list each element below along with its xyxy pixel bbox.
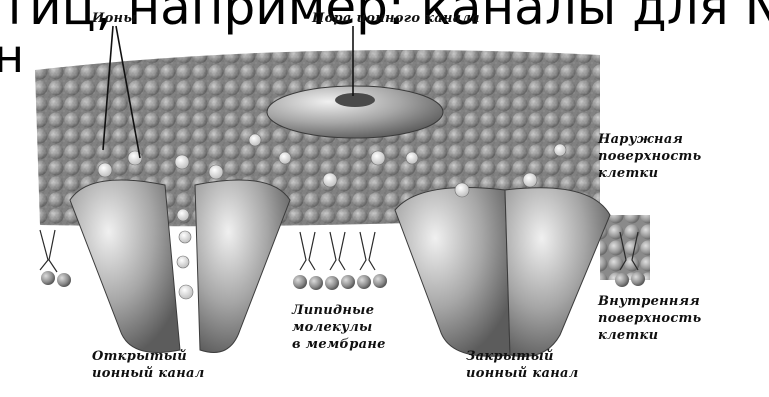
label-outer-surface: Наружная поверхность клетки xyxy=(598,131,701,182)
label-open-channel: Открытый ионный канал xyxy=(92,348,205,382)
label-lipid-molecules: Липидные молекулы в мембране xyxy=(292,302,386,353)
membrane-right-edge xyxy=(600,215,650,280)
closed-channel-protein xyxy=(395,188,610,357)
label-closed-channel: Закрытый ионный канал xyxy=(466,348,579,382)
label-inner-surface: Внутренняя поверхность клетки xyxy=(598,293,701,344)
label-pore: Пора ионного канала xyxy=(312,10,480,27)
label-ions: Ионы xyxy=(92,10,137,27)
